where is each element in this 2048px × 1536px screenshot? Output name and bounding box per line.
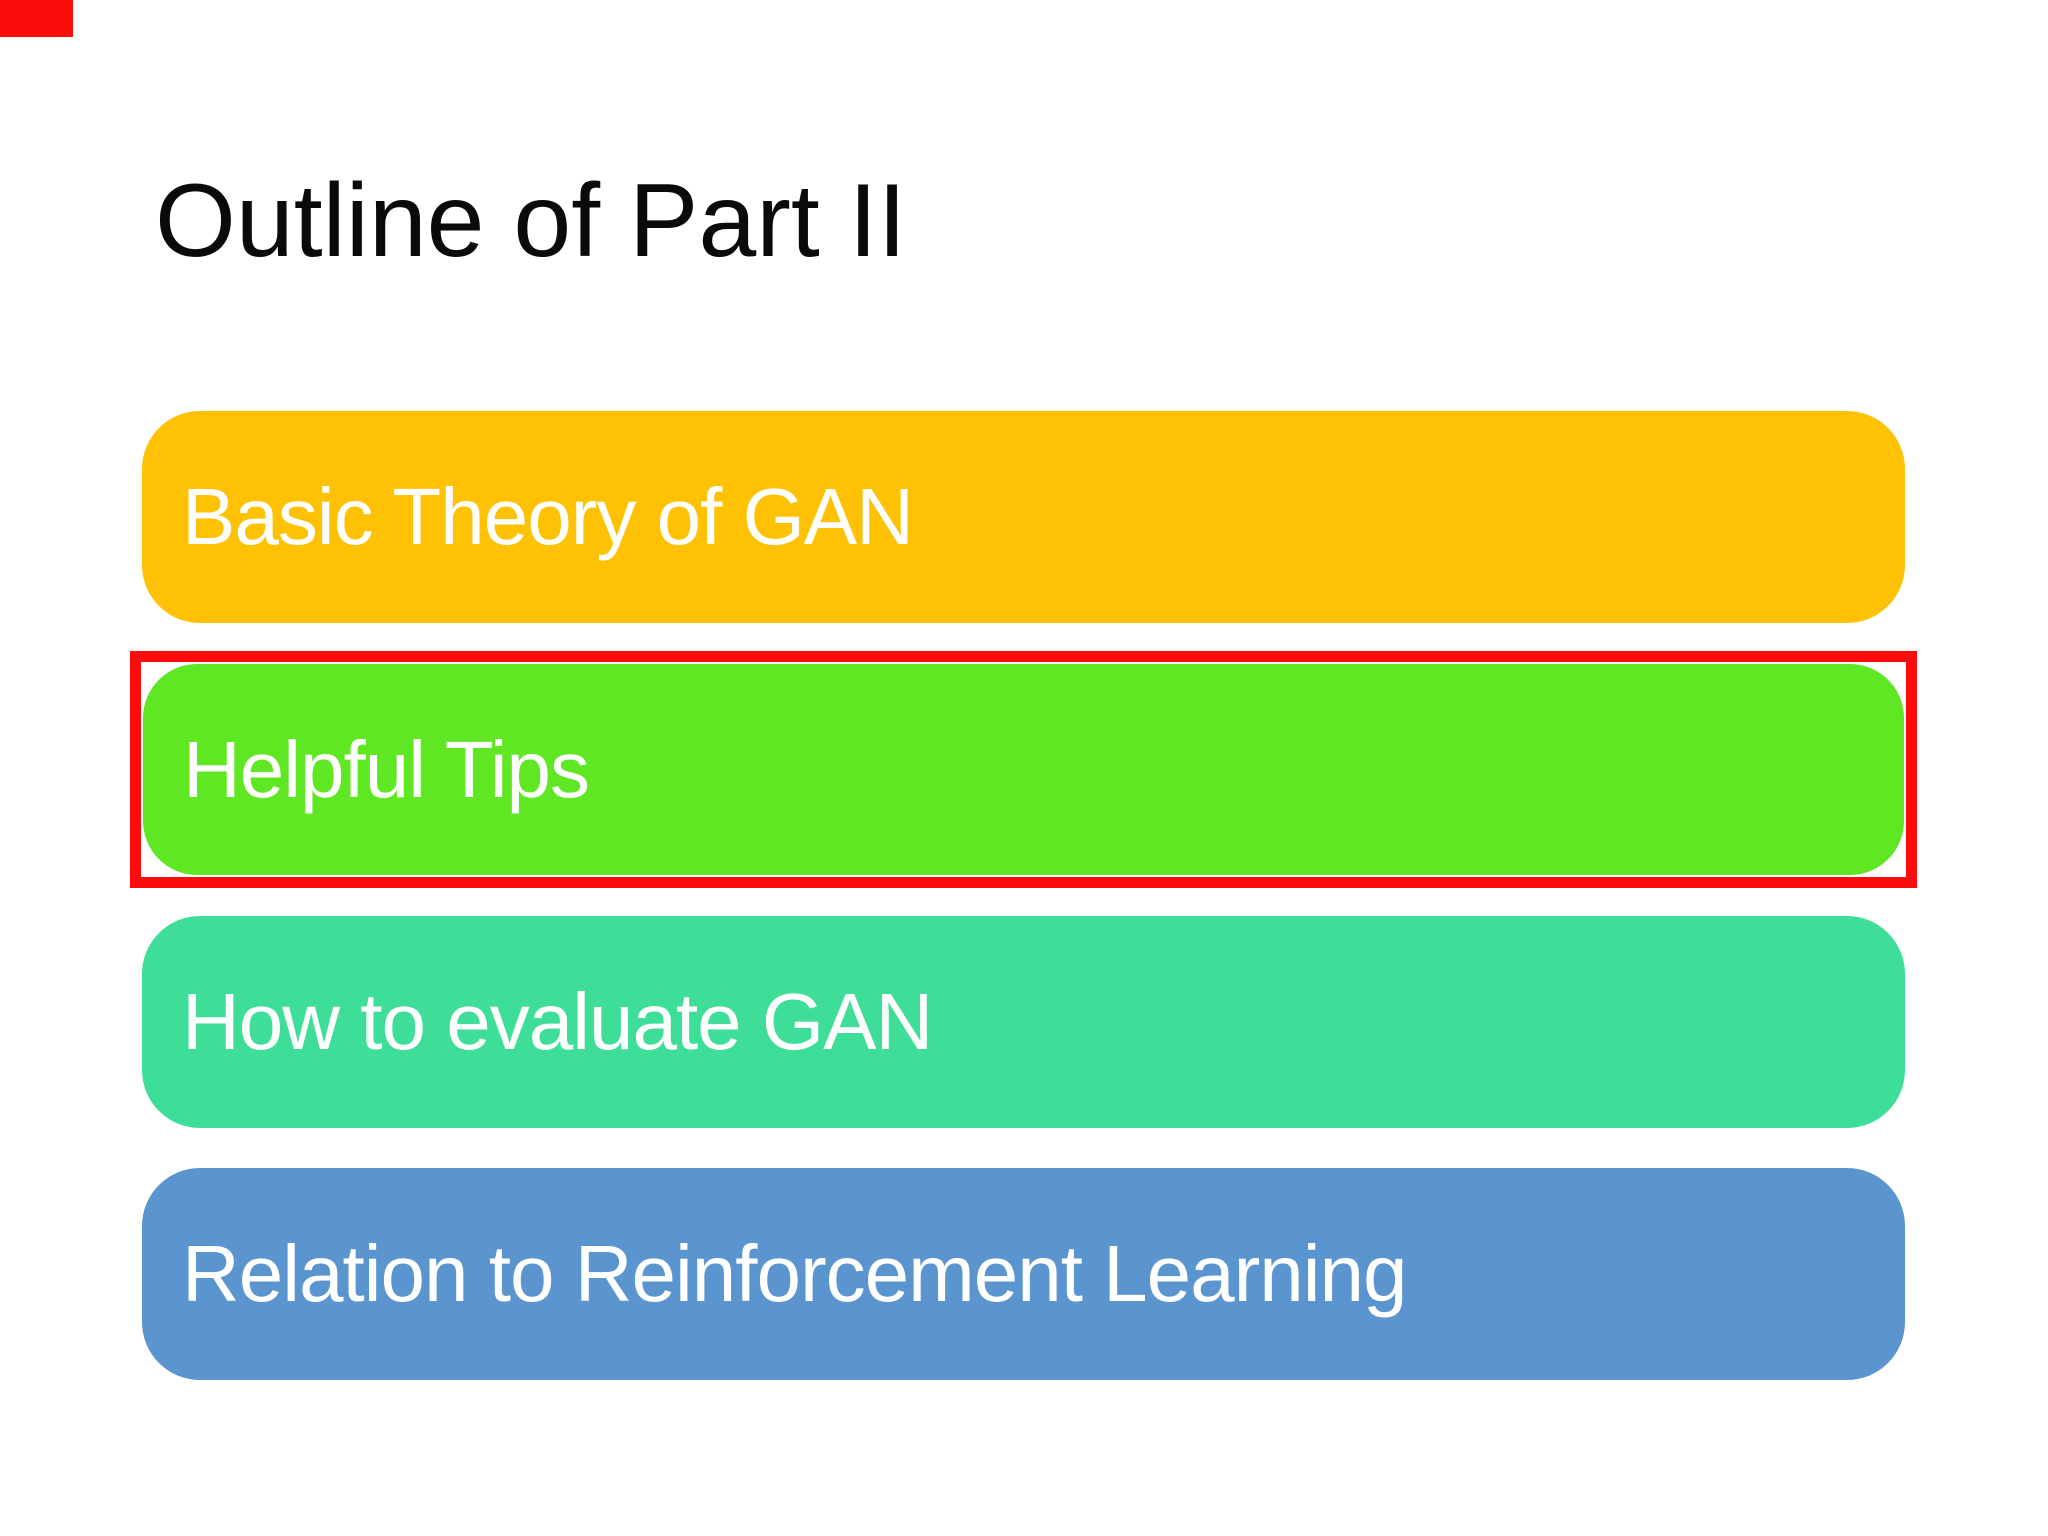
outline-item-how-to-evaluate[interactable]: How to evaluate GAN bbox=[142, 916, 1905, 1128]
annotation-highlight-box: Helpful Tips bbox=[130, 651, 1917, 888]
outline-item-label: Helpful Tips bbox=[183, 724, 590, 814]
annotation-corner-marker bbox=[0, 0, 73, 37]
page-title: Outline of Part II bbox=[155, 163, 907, 279]
outline-item-label: Basic Theory of GAN bbox=[182, 472, 914, 561]
outline-item-label: Relation to Reinforcement Learning bbox=[182, 1229, 1408, 1318]
outline-item-label: How to evaluate GAN bbox=[182, 977, 933, 1066]
outline-item-helpful-tips[interactable]: Helpful Tips bbox=[143, 664, 1904, 875]
outline-item-relation-to-rl[interactable]: Relation to Reinforcement Learning bbox=[142, 1168, 1905, 1380]
outline-item-basic-theory[interactable]: Basic Theory of GAN bbox=[142, 411, 1905, 623]
